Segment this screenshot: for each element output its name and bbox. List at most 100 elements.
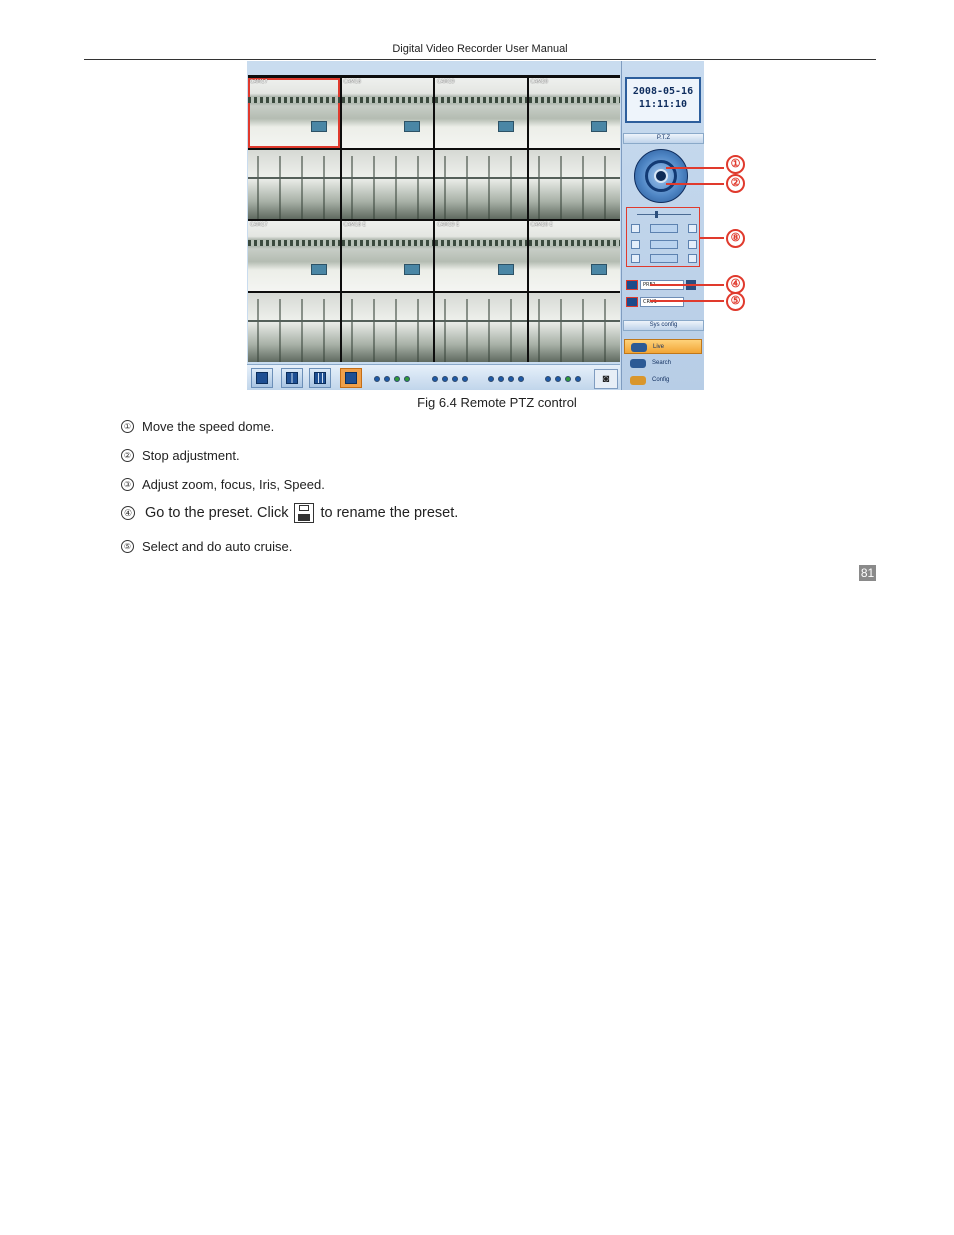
item-number: ⑤: [121, 540, 134, 553]
ptz-section-header[interactable]: P.T.Z: [623, 133, 704, 144]
item-number: ②: [121, 449, 134, 462]
camera-tile: [528, 292, 620, 362]
header-rule: [84, 59, 876, 60]
item-number: ③: [121, 478, 134, 491]
item-text: Adjust zoom, focus, Iris, Speed.: [142, 477, 325, 492]
figure-ptz-screenshot: CAM17 CAM18 CAM19 CAM20 CAM17 CAM18 E CA…: [247, 61, 704, 390]
camera-tile: CAM17: [248, 221, 340, 291]
camera-icon: ◙: [602, 373, 610, 385]
page-number: 81: [859, 565, 876, 581]
running-header: Digital Video Recorder User Manual: [392, 43, 568, 55]
layout-9-icon: [314, 372, 326, 384]
menu-live[interactable]: Live: [624, 339, 702, 354]
camera-tile: [341, 292, 433, 362]
camera-tile: [435, 292, 527, 362]
grid-top-strip: [248, 75, 620, 78]
speed-slider[interactable]: [637, 214, 691, 215]
sys-config-header[interactable]: Sys config: [623, 320, 704, 331]
callout-line-5: [650, 300, 724, 302]
zoom-row: [631, 224, 697, 233]
channel-group-2: [432, 376, 468, 382]
figure-caption: Fig 6.4 Remote PTZ control: [417, 395, 577, 410]
iris-close-button[interactable]: [631, 254, 640, 263]
focus-label: [650, 240, 678, 249]
channel-dot[interactable]: [565, 376, 571, 382]
speed-dome-control[interactable]: [634, 149, 688, 203]
item-text: Move the speed dome.: [142, 419, 275, 434]
callout-2: ②: [726, 174, 745, 193]
search-icon: [630, 359, 646, 368]
cruise-row: CRU1: [626, 297, 696, 307]
channel-dot[interactable]: [384, 376, 390, 382]
callout-3: ⑧: [726, 229, 745, 248]
channel-dot[interactable]: [575, 376, 581, 382]
camera-tile: CAM19 E: [435, 221, 527, 291]
camera-label: CAM20: [530, 79, 549, 85]
stop-button[interactable]: [654, 169, 668, 183]
camera-label: CAM20 E: [530, 222, 553, 228]
camera-tile: CAM18 E: [341, 221, 433, 291]
menu-search[interactable]: Search: [624, 356, 702, 371]
zoom-label: [650, 224, 678, 233]
channel-group-4: [545, 376, 581, 382]
camera-tile: [528, 149, 620, 219]
speed-slider-knob[interactable]: [655, 211, 658, 218]
list-item: ③ Adjust zoom, focus, Iris, Speed.: [121, 477, 325, 492]
zoom-focus-iris-speed-controls: [626, 207, 700, 267]
item-number: ①: [121, 420, 134, 433]
dome-ring: [645, 160, 677, 192]
channel-dot[interactable]: [462, 376, 468, 382]
focus-near-button[interactable]: [631, 240, 640, 249]
layout-9-button[interactable]: [309, 368, 331, 388]
camera-tile: [341, 149, 433, 219]
item-text-after: to rename the preset.: [320, 505, 459, 521]
item-number: ④: [121, 506, 135, 520]
channel-dot[interactable]: [555, 376, 561, 382]
cruise-field[interactable]: CRU1: [640, 297, 684, 307]
camera-tile: CAM17: [248, 78, 340, 148]
channel-dot[interactable]: [452, 376, 458, 382]
layout-4-icon: [286, 372, 298, 384]
list-item: ⑤ Select and do auto cruise.: [121, 539, 292, 554]
camera-label: CAM17: [250, 79, 268, 85]
list-item: ④ Go to the preset. Click to rename the …: [121, 503, 458, 523]
channel-dot[interactable]: [508, 376, 514, 382]
item-text: Stop adjustment.: [142, 448, 240, 463]
channel-dot[interactable]: [374, 376, 380, 382]
layout-1-button[interactable]: [251, 368, 273, 388]
layout-16-button[interactable]: [340, 368, 362, 388]
channel-dot[interactable]: [545, 376, 551, 382]
item-text: Select and do auto cruise.: [142, 539, 293, 554]
camera-tile: CAM18: [341, 78, 433, 148]
channel-dot[interactable]: [488, 376, 494, 382]
clock-date: 2008-05-16: [632, 86, 694, 97]
iris-open-button[interactable]: [688, 254, 697, 263]
camera-tile: [248, 149, 340, 219]
focus-far-button[interactable]: [688, 240, 697, 249]
control-panel: 2008-05-16 11:11:10 P.T.Z: [621, 61, 704, 390]
zoom-out-button[interactable]: [631, 224, 640, 233]
preset-icon[interactable]: [626, 280, 638, 290]
channel-dot[interactable]: [432, 376, 438, 382]
menu-config[interactable]: Config: [624, 373, 702, 388]
channel-dot[interactable]: [404, 376, 410, 382]
channel-dot[interactable]: [518, 376, 524, 382]
callout-5: ⑤: [726, 292, 745, 311]
callout-1: ①: [726, 155, 745, 174]
channel-dot[interactable]: [394, 376, 400, 382]
snapshot-button[interactable]: ◙: [594, 369, 618, 389]
cruise-icon[interactable]: [626, 297, 638, 307]
channel-dot[interactable]: [498, 376, 504, 382]
camera-grid: CAM17 CAM18 CAM19 CAM20 CAM17 CAM18 E CA…: [248, 78, 620, 362]
camera-tile: [248, 292, 340, 362]
layout-1-icon: [256, 372, 268, 384]
channel-dot[interactable]: [442, 376, 448, 382]
camera-label: CAM17: [250, 222, 268, 228]
camera-tile: CAM20 E: [528, 221, 620, 291]
layout-4-button[interactable]: [281, 368, 303, 388]
clock-display: 2008-05-16 11:11:10: [625, 77, 701, 123]
list-item: ② Stop adjustment.: [121, 448, 240, 463]
camera-label: CAM19: [437, 79, 455, 85]
camera-tile: CAM19: [435, 78, 527, 148]
zoom-in-button[interactable]: [688, 224, 697, 233]
